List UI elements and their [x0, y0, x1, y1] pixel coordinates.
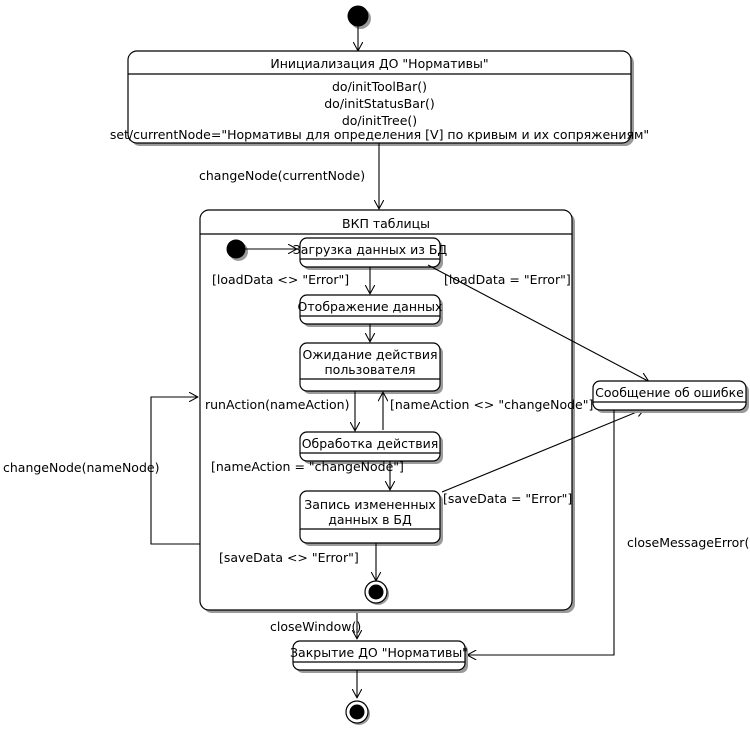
state-error-message[interactable] — [592, 380, 747, 411]
label-init-to-composite: changeNode(currentNode) — [199, 168, 365, 183]
label-close-message-error: closeMessageError() — [627, 535, 750, 550]
close-state-title: Закрытие ДО "Нормативы" — [290, 645, 468, 660]
edge-save-to-error — [441, 409, 644, 493]
wait-state-title-line2: пользователя — [325, 362, 416, 377]
edge-error-to-close — [468, 410, 615, 655]
show-state-title: Отображение данных — [298, 299, 443, 314]
state-composite-table[interactable] — [199, 209, 573, 611]
save-state-title-line1: Запись измененных — [304, 497, 436, 512]
state-process-action[interactable] — [299, 431, 441, 462]
label-action-loop: [nameAction <> "changeNode"] — [390, 397, 593, 412]
final-node — [349, 704, 365, 720]
label-close-window: closeWindow() — [270, 619, 361, 634]
wait-state-title-line1: Ожидание действия — [302, 347, 437, 362]
init-state-title: Инициализация ДО "Нормативы" — [270, 56, 488, 71]
init-state-action-1: do/initStatusBar() — [324, 96, 435, 111]
composite-state-title: ВКП таблицы — [342, 216, 430, 231]
composite-final-node — [368, 584, 384, 600]
state-close-do[interactable] — [292, 640, 466, 671]
composite-initial-node — [226, 239, 246, 259]
label-change-node-back: changeNode(nameNode) — [3, 460, 159, 475]
process-state-title: Обработка действия — [302, 436, 439, 451]
error-state-title: Сообщение об ошибке — [595, 385, 744, 400]
start-initial-node — [347, 5, 369, 27]
label-save-error: [saveData = "Error"] — [443, 491, 572, 506]
load-state-title: Загрузка данных из БД — [293, 242, 448, 257]
label-load-error: [loadData = "Error"] — [444, 272, 571, 287]
state-save-data[interactable] — [299, 490, 441, 544]
save-state-title-line2: данных в БД — [328, 512, 412, 527]
label-save-ok: [saveData <> "Error"] — [219, 550, 359, 565]
edge-load-to-error — [427, 264, 648, 381]
label-run-action: runAction(nameAction) — [205, 397, 349, 412]
edge-change-node-back — [150, 397, 200, 545]
label-load-ok: [loadData <> "Error"] — [212, 272, 349, 287]
label-action-change-node: [nameAction = "changeNode"] — [211, 459, 404, 474]
init-state-action-3: set/currentNode="Нормативы для определен… — [110, 127, 649, 142]
init-state-action-2: do/initTree() — [342, 113, 417, 128]
init-state-action-0: do/initToolBar() — [332, 79, 427, 94]
